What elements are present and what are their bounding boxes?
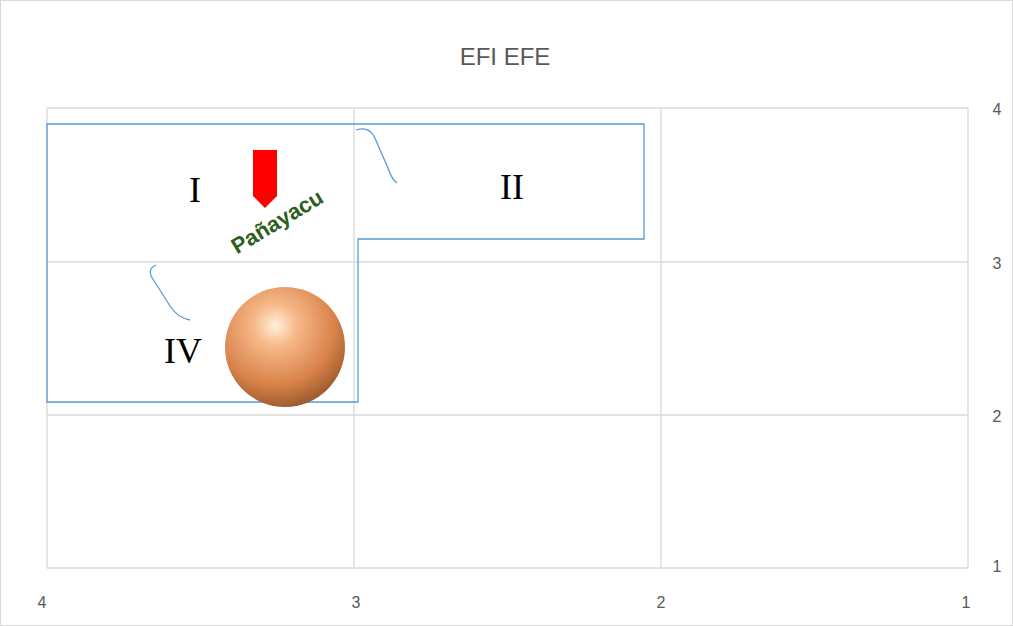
axis-tick: 3	[352, 595, 361, 611]
quadrant-label: IV	[164, 333, 202, 369]
axis-tick: 1	[962, 595, 971, 611]
grid-lines	[47, 108, 968, 568]
chart-title: EFI EFE	[460, 45, 551, 69]
quadrant-label: I	[189, 172, 201, 208]
quadrant-label: II	[500, 169, 524, 205]
bracket	[356, 129, 397, 183]
axis-tick: 4	[38, 595, 47, 611]
company-label: Pañayacu	[227, 186, 326, 258]
region-outline	[47, 124, 644, 402]
axis-tick: 4	[993, 102, 1002, 118]
axis-tick: 1	[993, 559, 1002, 575]
axis-tick: 2	[993, 409, 1002, 425]
position-bubble	[225, 287, 345, 407]
marker-arrow	[253, 150, 277, 208]
bracket	[150, 265, 190, 320]
axis-tick: 3	[993, 256, 1002, 272]
axis-tick: 2	[657, 595, 666, 611]
